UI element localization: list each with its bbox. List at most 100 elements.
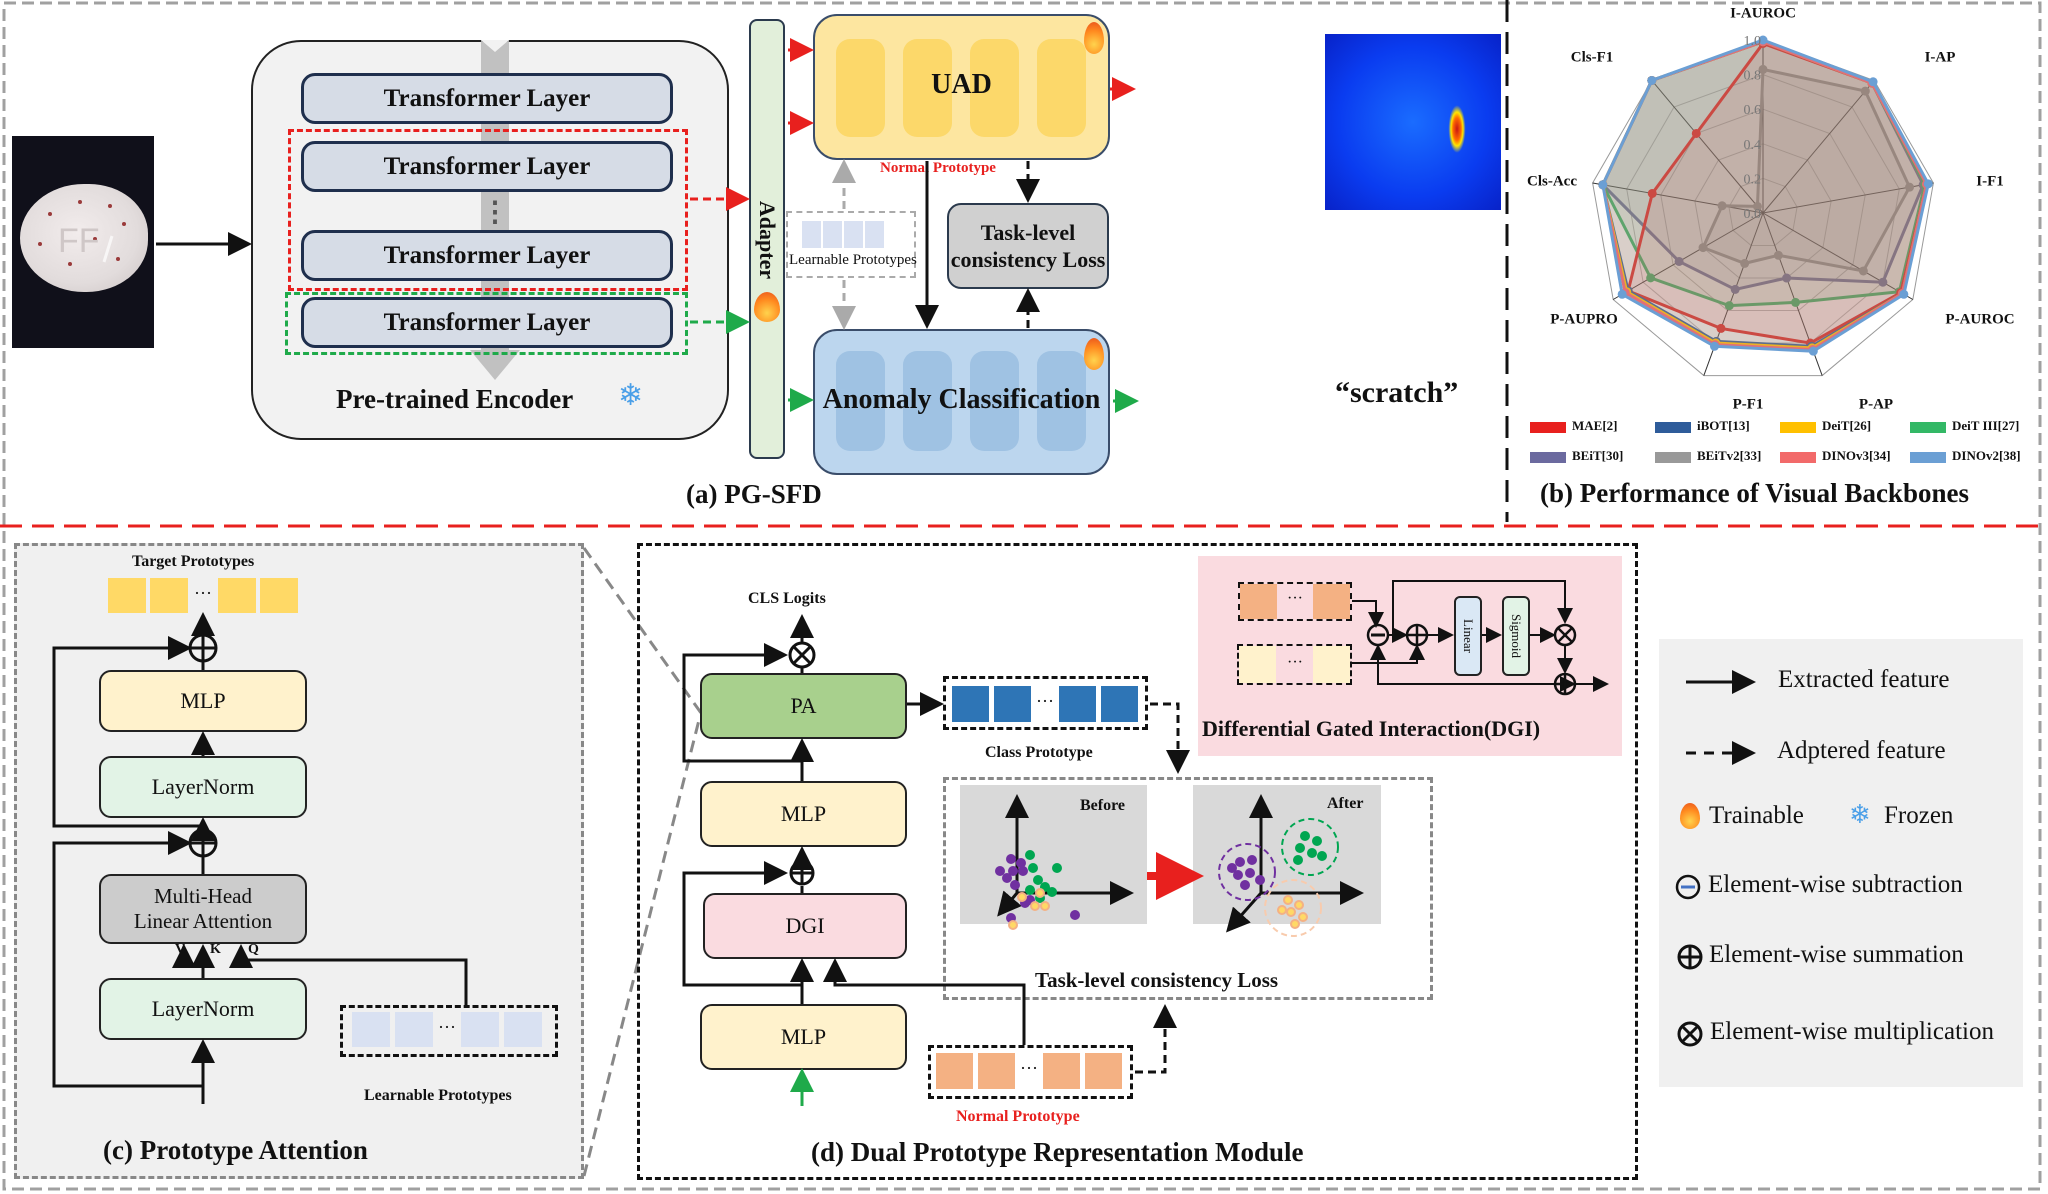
- anomaly-heatmap: [1325, 34, 1501, 210]
- radar-point: [1758, 35, 1768, 45]
- panel-d-caption: (d) Dual Prototype Representation Module: [811, 1137, 1304, 1167]
- k-label: K: [210, 942, 221, 957]
- learnable-prototype-cell: [352, 1012, 390, 1047]
- prototype-cell: [802, 221, 821, 248]
- red-layer-group: [288, 129, 688, 291]
- panel-c-caption: (c) Prototype Attention: [103, 1135, 368, 1165]
- class-prototype-cell: [1101, 686, 1138, 722]
- radar-tick-label: 1.0: [1744, 34, 1762, 49]
- radar-point: [1858, 266, 1868, 276]
- snowflake-icon: ❄: [618, 379, 644, 412]
- task-loss-label: Task-level consistency Loss: [1035, 968, 1279, 992]
- panel-a-caption: (a) PG-SFD: [686, 479, 822, 509]
- radar-point: [1758, 64, 1768, 74]
- classification-block: [836, 351, 885, 451]
- radar-point: [1773, 250, 1783, 260]
- learnable-ellipsis: ···: [438, 1016, 456, 1037]
- dgi-block[interactable]: DGI: [703, 893, 907, 959]
- radar-axis-label: P-AUPRO: [1550, 311, 1618, 328]
- learnable-prototypes-c: [340, 1005, 558, 1057]
- anomaly-classification-label: Anomaly Classification: [822, 384, 1101, 415]
- radar-spoke: [1762, 182, 1934, 214]
- panel-a: FF Transformer Layer Transformer Layer ⋮…: [0, 0, 1505, 522]
- radar-spoke: [1592, 182, 1764, 214]
- multihead-attention-block: Multi-Head Linear Attention: [99, 874, 307, 944]
- panel-d: [637, 543, 1638, 1180]
- panel-b-caption: (b) Performance of Visual Backbones: [1540, 478, 1969, 508]
- adapter[interactable]: [749, 19, 785, 459]
- dgi-normal-input: [1238, 582, 1352, 621]
- linear-label: Linear: [1461, 619, 1476, 653]
- radar-tick-label: 0.4: [1744, 138, 1762, 153]
- radar-legend-label: DINOv3[34]: [1822, 448, 1891, 463]
- svg-text:FF: FF: [58, 222, 100, 260]
- radar-axis-label: P-F1: [1732, 396, 1764, 413]
- normal-prototype: [928, 1045, 1133, 1099]
- radar-point: [1674, 256, 1684, 266]
- snowflake-icon: ❄: [1849, 800, 1871, 829]
- radar-point: [1716, 323, 1726, 333]
- q-label: Q: [248, 942, 259, 957]
- target-prototype-cell: [218, 578, 256, 613]
- class-prototype-cell: [994, 686, 1031, 722]
- radar-spoke: [1651, 80, 1764, 214]
- radar-point: [1791, 297, 1801, 307]
- radar-legend-label: DeiT[26]: [1822, 418, 1872, 433]
- pill-defects: FF: [38, 200, 126, 266]
- transformer-layer-1: Transformer Layer: [301, 73, 673, 124]
- radar-spoke: [1762, 80, 1875, 214]
- normal-prototype-ellipsis: ···: [1020, 1057, 1038, 1078]
- radar-point: [1730, 284, 1740, 294]
- classification-block: [1037, 351, 1086, 451]
- dgi-class-input: [1237, 644, 1352, 685]
- radar-axis-label: I-F1: [1976, 173, 2004, 190]
- radar-grid-ring: [1660, 108, 1866, 312]
- learnable-prototype-cell: [461, 1012, 499, 1047]
- legend-multiplication: Element-wise multiplication: [1710, 1018, 1994, 1045]
- class-prototype-label: Class Prototype: [985, 744, 1093, 761]
- radar-grid-ring: [1728, 177, 1798, 247]
- before-label: Before: [1080, 797, 1126, 814]
- radar-point: [1724, 301, 1734, 311]
- radar-point: [1617, 289, 1627, 299]
- target-ellipsis: ···: [194, 582, 212, 603]
- radar-legend-swatch: [1655, 452, 1691, 463]
- radar-legend-swatch: [1655, 422, 1691, 433]
- transformer-layer-4: Transformer Layer: [301, 297, 673, 348]
- learnable-prototype-cell: [504, 1012, 542, 1047]
- normal-prototype-cell: [1085, 1053, 1122, 1089]
- radar-point: [1905, 182, 1915, 192]
- adapter-label: Adapter: [755, 200, 780, 280]
- prototype-cell: [823, 221, 842, 248]
- normal-prototype-cell: [1043, 1053, 1080, 1089]
- radar-point: [1646, 273, 1656, 283]
- normal-prototype-d-label: Normal Prototype: [956, 1108, 1080, 1125]
- radar-axis-label: Cls-F1: [1570, 49, 1614, 66]
- radar-series-dinov2-38-: [1601, 38, 1930, 353]
- pill-shape: [20, 184, 148, 292]
- green-layer-group: [285, 292, 688, 355]
- radar-tick-label: 0.0: [1744, 207, 1762, 222]
- attention-line1: Multi-Head: [154, 883, 252, 908]
- sigmoid-label: Sigmoid: [1509, 613, 1524, 659]
- legend-frozen: Frozen: [1884, 802, 1954, 829]
- radar-legend-label: MAE[2]: [1572, 418, 1618, 433]
- radar-point: [1899, 289, 1909, 299]
- loss-label-line1: Task-level: [980, 219, 1076, 245]
- dgi-class-cell: [1313, 646, 1350, 683]
- pa-block[interactable]: PA: [700, 673, 907, 739]
- radar-axis-label: I-AUROC: [1730, 5, 1796, 22]
- radar-legend-swatch: [1530, 452, 1566, 463]
- class-prototype-ellipsis: ···: [1036, 690, 1054, 711]
- mlp-top-block: MLP: [700, 781, 907, 847]
- radar-legend-label: iBOT[13]: [1697, 418, 1750, 433]
- class-prototype-cell: [1059, 686, 1096, 722]
- dgi-class-cell: [1239, 646, 1276, 683]
- uad-label: UAD: [931, 69, 992, 100]
- radar-legend-label: DINOv2[38]: [1952, 448, 2021, 463]
- radar-point: [1691, 128, 1701, 138]
- radar-point: [1808, 346, 1818, 356]
- loss-label-line2: consistency Loss: [950, 247, 1106, 272]
- flame-icon: [1680, 803, 1700, 829]
